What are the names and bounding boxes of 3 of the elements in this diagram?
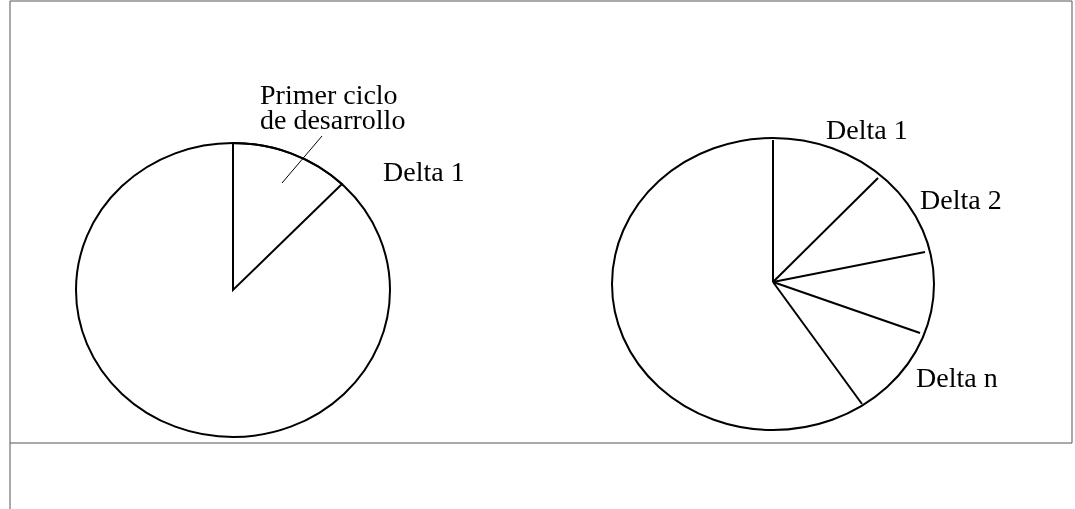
- callout-text: Primer ciclo de desarrollo: [260, 82, 425, 132]
- pie-slice: [232, 142, 343, 291]
- leader-line: [281, 135, 323, 184]
